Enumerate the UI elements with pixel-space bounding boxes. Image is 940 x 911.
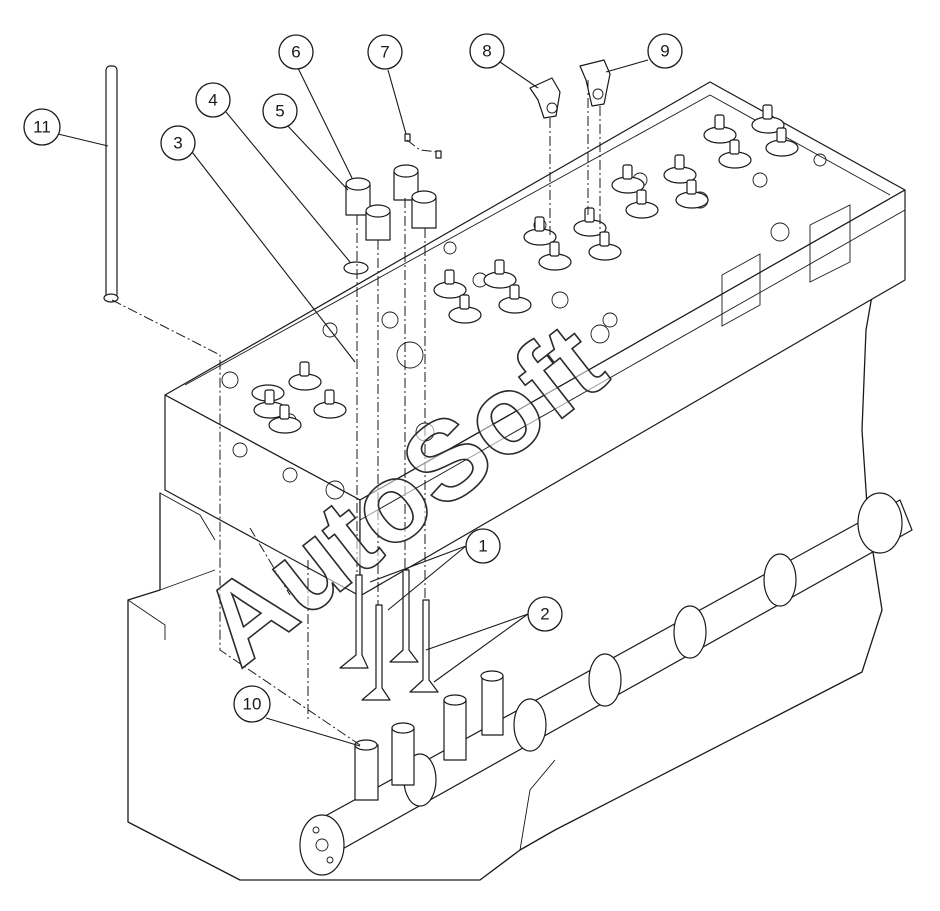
callout-9-label: 9: [660, 42, 669, 61]
callout-9: 9: [647, 33, 683, 69]
engine-block: [127, 249, 883, 881]
leader-lines: [57, 59, 649, 747]
callout-11-label: 11: [33, 118, 51, 137]
callout-8-label: 8: [482, 42, 491, 61]
assembly-lines: [111, 80, 601, 746]
rocker-arms: [529, 59, 611, 119]
callout-2: 2: [527, 596, 563, 632]
callout-1: 1: [465, 528, 501, 564]
push-rod: [103, 65, 119, 303]
callout-8: 8: [469, 33, 505, 69]
callout-3-label: 3: [173, 134, 182, 153]
installed-valve-springs: [251, 104, 799, 434]
cylinder-head: [164, 81, 906, 597]
callout-6: 6: [278, 34, 314, 70]
callout-5-label: 5: [275, 102, 284, 121]
callout-3: 3: [160, 125, 196, 161]
callout-5: 5: [262, 93, 298, 129]
callout-7-label: 7: [380, 43, 389, 62]
callout-11: 11: [23, 108, 61, 146]
callout-4: 4: [195, 82, 231, 118]
callout-10: 10: [233, 685, 271, 723]
callout-1-label: 1: [478, 537, 487, 556]
valve-collets: [404, 133, 442, 159]
tappets: [354, 670, 504, 801]
callout-4-label: 4: [208, 91, 217, 110]
callout-2-label: 2: [540, 605, 549, 624]
callout-7: 7: [367, 34, 403, 70]
callout-10-label: 10: [243, 695, 262, 714]
valves: [339, 569, 439, 701]
valve-springs-exploded: [343, 164, 437, 275]
callout-6-label: 6: [291, 43, 300, 62]
